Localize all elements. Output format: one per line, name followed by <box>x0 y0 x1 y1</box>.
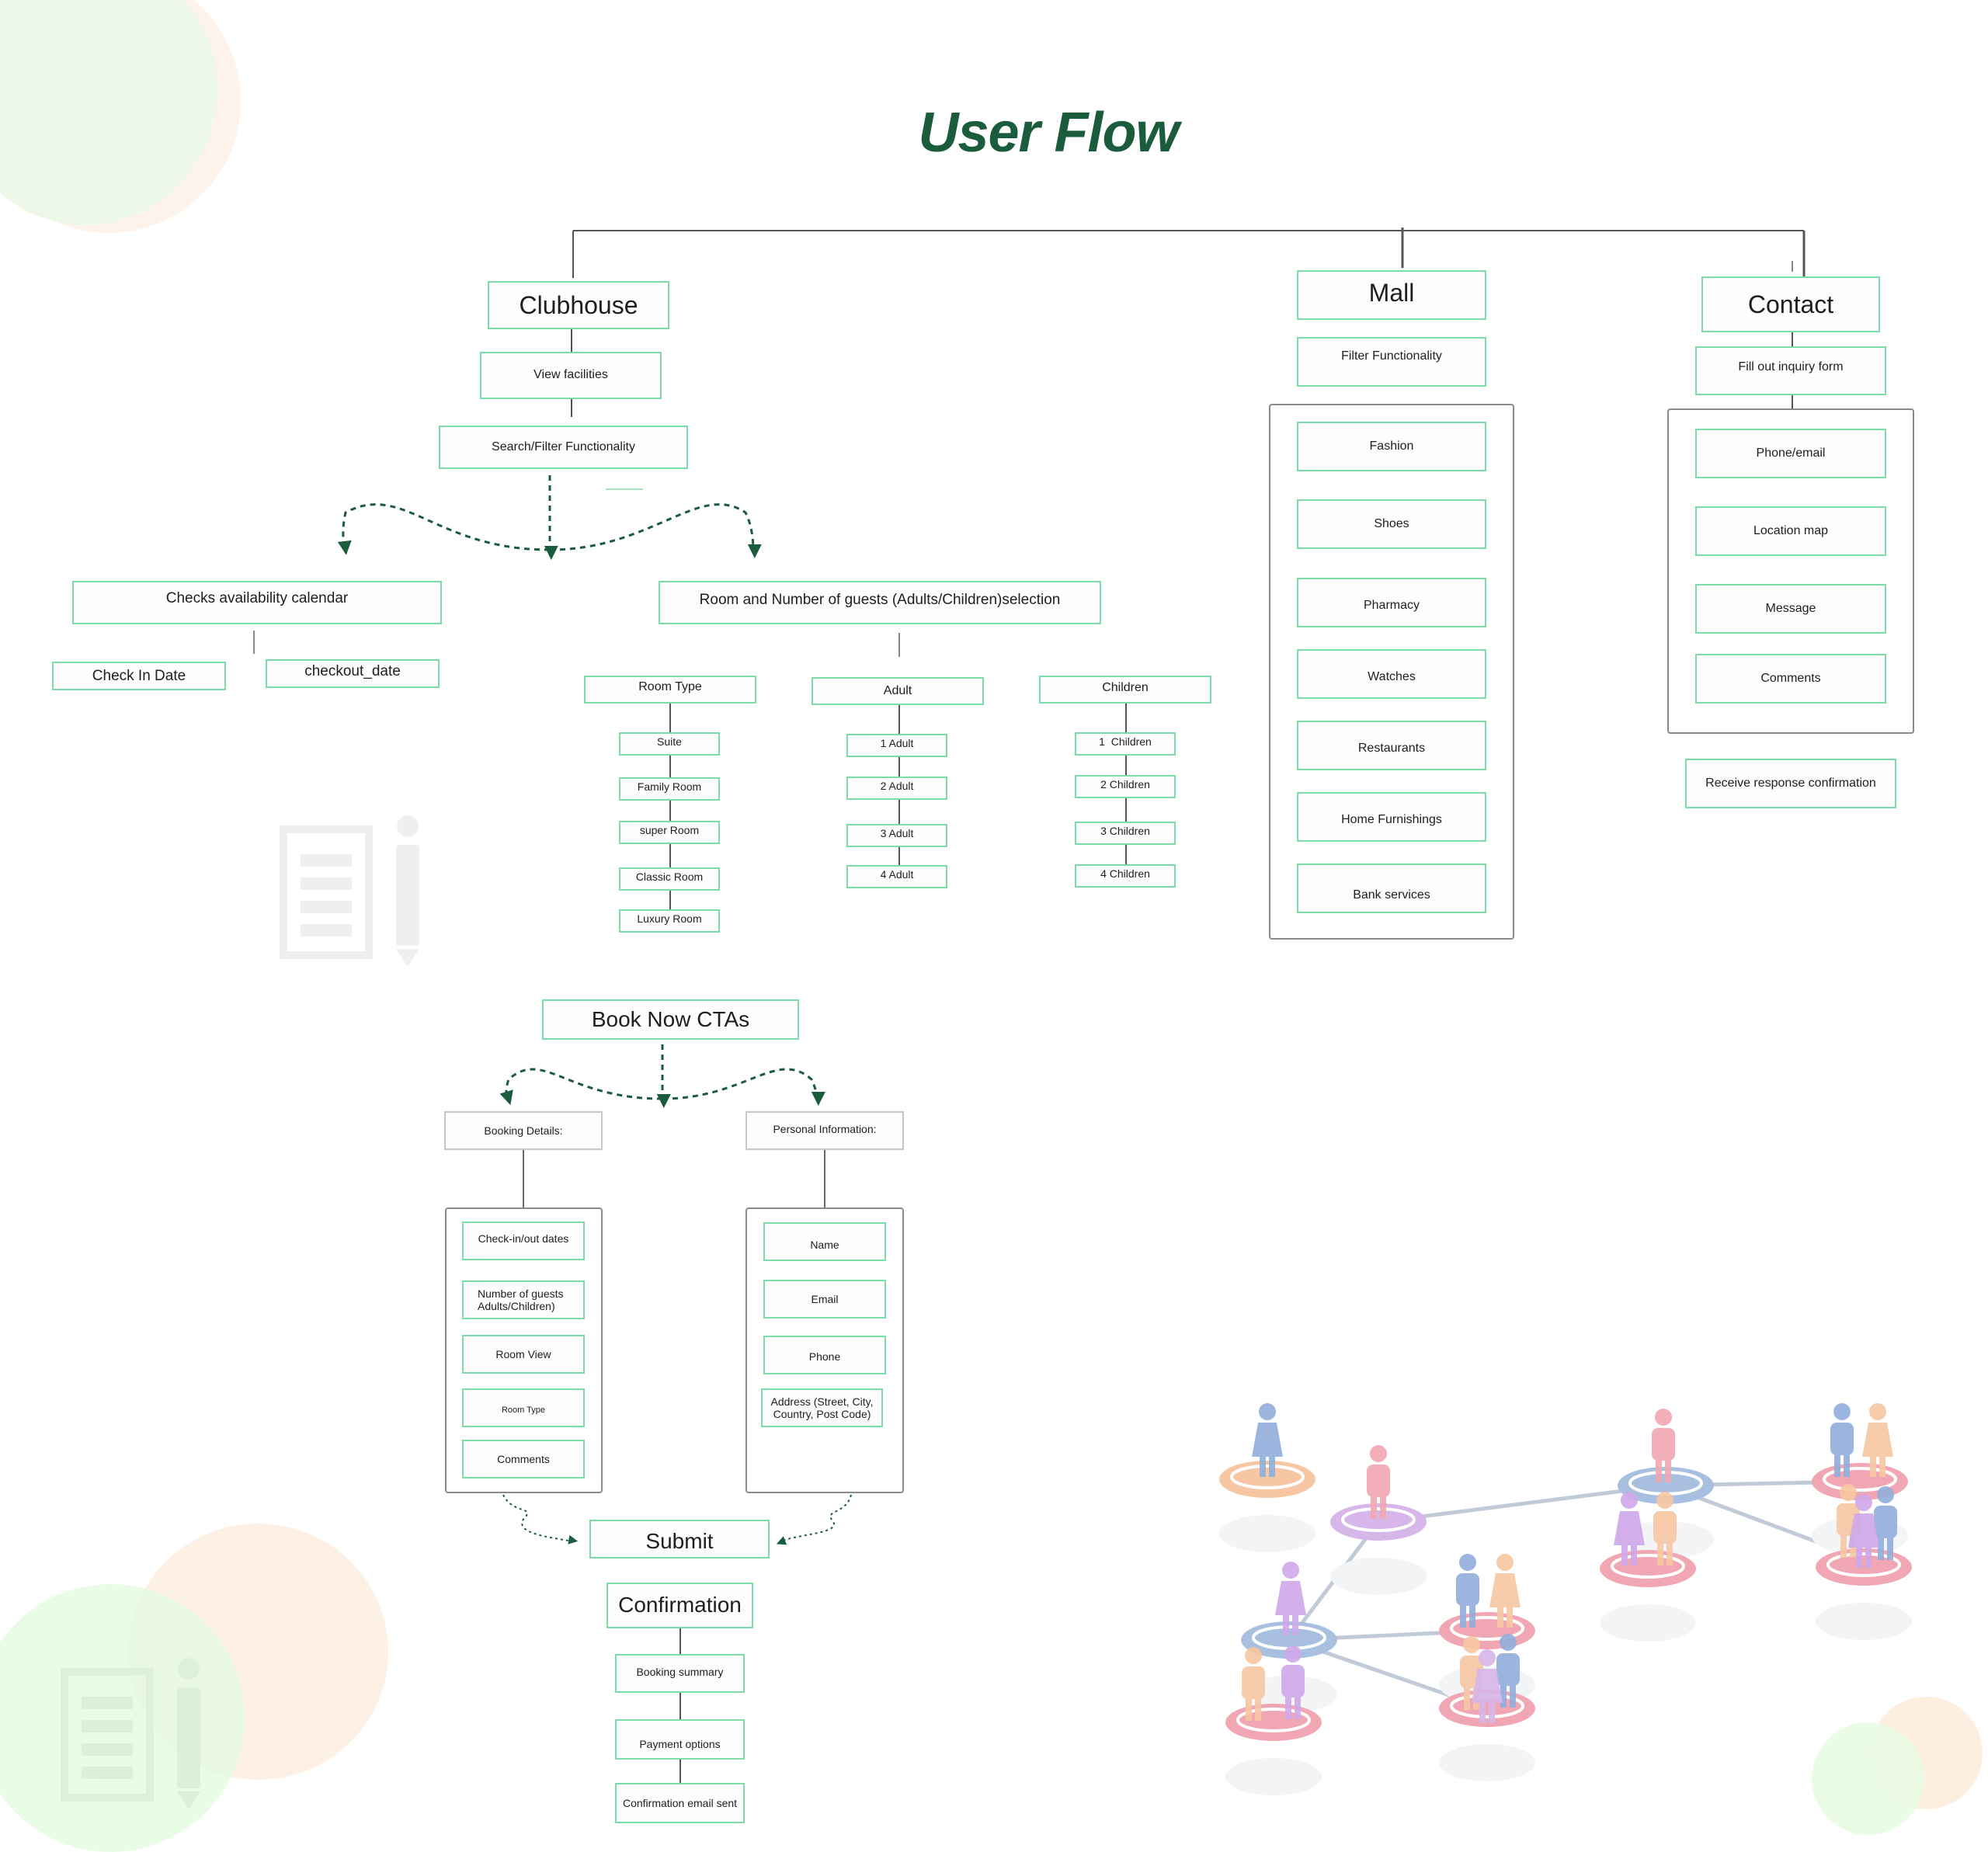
document-pencil-icon <box>280 815 419 967</box>
mall-category-restaurants[interactable]: Restaurants <box>1297 721 1486 770</box>
mall-categories-panel <box>1269 404 1514 940</box>
children-header[interactable]: Children <box>1039 676 1211 704</box>
option-super-room[interactable]: super Room <box>619 821 720 844</box>
contact-field-phone-email[interactable]: Phone/email <box>1695 429 1886 478</box>
submit-button[interactable]: Submit <box>589 1520 770 1558</box>
adult-header[interactable]: Adult <box>812 677 984 705</box>
booking-item-dates[interactable]: Check-in/out dates <box>462 1221 585 1260</box>
personal-item-address[interactable]: Address (Street, City, Country, Post Cod… <box>761 1388 883 1427</box>
confirmation-item-booking-summary[interactable]: Booking summary <box>615 1654 745 1693</box>
option-2-children[interactable]: 2 Children <box>1075 775 1176 798</box>
view-facilities-node[interactable]: View facilities <box>480 352 662 399</box>
option-3-adult[interactable]: 3 Adult <box>846 824 947 847</box>
personal-information-header[interactable]: Personal Information: <box>746 1111 904 1150</box>
option-family-room[interactable]: Family Room <box>619 777 720 801</box>
inquiry-form-node[interactable]: Fill out inquiry form <box>1695 346 1886 395</box>
check-in-date-node[interactable]: Check In Date <box>52 662 226 690</box>
confirmation-item-payment-options[interactable]: Payment options <box>615 1719 745 1760</box>
booking-item-room-type[interactable]: Room Type <box>462 1388 585 1427</box>
option-2-adult[interactable]: 2 Adult <box>846 777 947 800</box>
page-title: User Flow <box>918 102 1179 165</box>
booking-item-comments[interactable]: Comments <box>462 1440 585 1478</box>
document-pencil-icon-faded <box>61 1658 200 1809</box>
contact-field-message[interactable]: Message <box>1695 584 1886 634</box>
option-classic-room[interactable]: Classic Room <box>619 867 720 891</box>
booking-details-panel <box>445 1207 603 1493</box>
mall-category-home-furnishings[interactable]: Home Furnishings <box>1297 792 1486 842</box>
response-confirmation-node[interactable]: Receive response confirmation <box>1685 759 1896 808</box>
book-now-cta-node[interactable]: Book Now CTAs <box>542 999 799 1040</box>
availability-calendar-node[interactable]: Checks availability calendar <box>72 581 442 624</box>
contact-fields-panel <box>1667 408 1914 734</box>
mall-category-fashion[interactable]: Fashion <box>1297 422 1486 471</box>
option-1-adult[interactable]: 1 Adult <box>846 734 947 757</box>
clubhouse-node[interactable]: Clubhouse <box>488 281 669 329</box>
booking-item-room-view[interactable]: Room View <box>462 1335 585 1374</box>
confirmation-item-email-sent[interactable]: Confirmation email sent <box>615 1783 745 1823</box>
option-suite[interactable]: Suite <box>619 732 720 756</box>
contact-field-location-map[interactable]: Location map <box>1695 506 1886 556</box>
mall-category-watches[interactable]: Watches <box>1297 649 1486 699</box>
mall-category-pharmacy[interactable]: Pharmacy <box>1297 578 1486 627</box>
option-4-adult[interactable]: 4 Adult <box>846 865 947 888</box>
personal-item-email[interactable]: Email <box>763 1280 886 1319</box>
personal-information-panel <box>746 1207 904 1493</box>
option-luxury-room[interactable]: Luxury Room <box>619 909 720 933</box>
mall-category-shoes[interactable]: Shoes <box>1297 499 1486 549</box>
room-guests-selection-node[interactable]: Room and Number of guests (Adults/Childr… <box>659 581 1101 624</box>
mall-filter-node[interactable]: Filter Functionality <box>1297 337 1486 387</box>
option-3-children[interactable]: 3 Children <box>1075 822 1176 845</box>
booking-details-header[interactable]: Booking Details: <box>444 1111 603 1150</box>
contact-field-comments[interactable]: Comments <box>1695 654 1886 704</box>
booking-item-guests[interactable]: Number of guests Adults/Children) <box>462 1280 585 1319</box>
checkout-date-node[interactable]: checkout_date <box>266 659 440 688</box>
confirmation-node[interactable]: Confirmation <box>606 1583 753 1628</box>
mall-category-bank-services[interactable]: Bank services <box>1297 863 1486 913</box>
search-filter-node[interactable]: Search/Filter Functionality <box>439 426 688 469</box>
personal-item-phone[interactable]: Phone <box>763 1336 886 1374</box>
room-type-header[interactable]: Room Type <box>584 676 756 704</box>
contact-node[interactable]: Contact <box>1701 276 1880 332</box>
personal-item-name[interactable]: Name <box>763 1222 886 1261</box>
option-1-children[interactable]: 1 Children <box>1075 732 1176 756</box>
option-4-children[interactable]: 4 Children <box>1075 864 1176 888</box>
mall-node[interactable]: Mall <box>1297 270 1486 320</box>
